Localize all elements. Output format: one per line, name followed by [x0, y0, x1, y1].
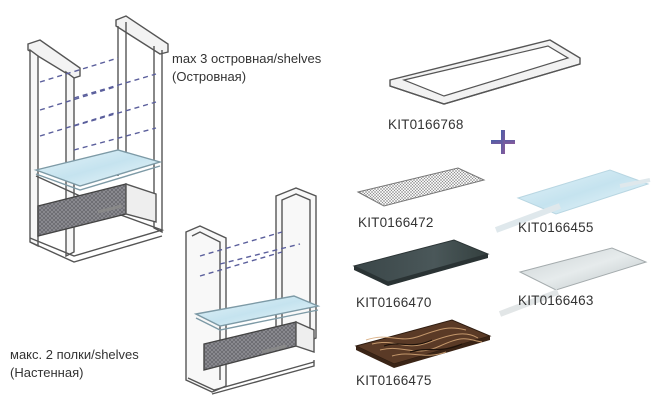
kit-mesh-shape	[356, 167, 486, 207]
wall-hood-unit	[185, 187, 321, 395]
kit-frame-shape	[389, 39, 581, 105]
kit-dark-panel-shape	[352, 239, 490, 286]
wall-shelves-label: макс. 2 полки/shelves	[10, 347, 139, 362]
kit-frame-code: KIT0166768	[388, 117, 464, 132]
kit-frosted-glass-shape	[498, 247, 648, 317]
island-type-label: (Островная)	[172, 69, 247, 84]
plus-icon	[491, 130, 515, 154]
kit-clear-glass-code: KIT0166455	[518, 220, 594, 235]
kit-dark-panel-code: KIT0166470	[356, 295, 432, 310]
kit-mesh-code: KIT0166472	[358, 215, 434, 230]
kit-clear-glass-shape	[494, 169, 651, 233]
island-shelves-label: max 3 островная/shelves	[172, 51, 322, 66]
kit-wood-panel-shape	[354, 319, 492, 368]
kit-frosted-glass-code: KIT0166463	[518, 293, 594, 308]
wall-type-label: (Настенная)	[10, 365, 84, 380]
kit-wood-panel-code: KIT0166475	[356, 373, 432, 388]
island-hood-unit	[27, 15, 169, 263]
